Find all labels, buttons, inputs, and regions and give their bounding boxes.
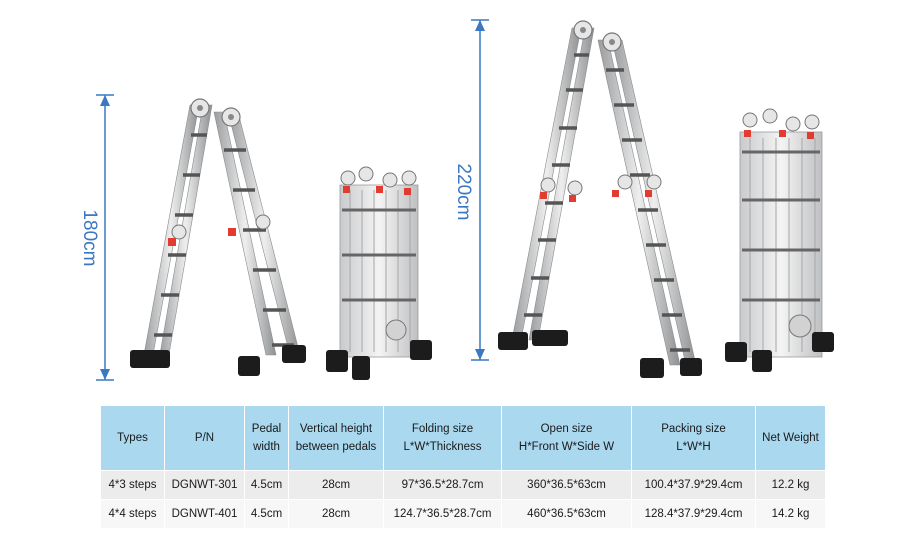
cell-vertical-height: 28cm [288, 499, 384, 528]
height-dimension-180: 180cm [79, 94, 114, 381]
cell-pedal-width: 4.5cm [244, 499, 289, 528]
ladder-small-folded [326, 166, 432, 380]
height-label-220: 220cm [453, 163, 474, 220]
cell-pedal-width: 4.5cm [244, 470, 289, 500]
table-row: 4*3 steps DGNWT-301 4.5cm 28cm 97*36.5*2… [100, 470, 826, 500]
cell-folding-size: 124.7*36.5*28.7cm [383, 499, 502, 528]
header-open-size: Open size H*Front W*Side W [501, 405, 632, 471]
cell-net-weight: 14.2 kg [755, 499, 826, 528]
header-types: Types [100, 405, 165, 471]
cell-folding-size: 97*36.5*28.7cm [383, 470, 502, 500]
header-net-weight: Net Weight [755, 405, 826, 471]
ladder-small-open [130, 98, 306, 376]
height-label-180: 180cm [79, 209, 100, 266]
cell-open-size: 360*36.5*63cm [501, 470, 632, 500]
header-pedal-width: Pedal width [244, 405, 289, 471]
header-packing-size: Packing size L*W*H [631, 405, 756, 471]
ladder-tall-open [498, 20, 702, 378]
spec-table: Types P/N Pedal width Vertical height be… [100, 405, 826, 528]
height-dimension-220: 220cm [453, 19, 489, 361]
ladder-tall-folded [725, 108, 834, 372]
cell-pn: DGNWT-401 [164, 499, 245, 528]
cell-type: 4*4 steps [100, 499, 165, 528]
table-header-row: Types P/N Pedal width Vertical height be… [100, 405, 826, 471]
product-illustration: 180cm [79, 19, 834, 381]
cell-net-weight: 12.2 kg [755, 470, 826, 500]
header-pn: P/N [164, 405, 245, 471]
table-row: 4*4 steps DGNWT-401 4.5cm 28cm 124.7*36.… [100, 499, 826, 528]
cell-type: 4*3 steps [100, 470, 165, 500]
cell-pn: DGNWT-301 [164, 470, 245, 500]
cell-open-size: 460*36.5*63cm [501, 499, 632, 528]
header-vertical-height: Vertical height between pedals [288, 405, 384, 471]
cell-packing-size: 128.4*37.9*29.4cm [631, 499, 756, 528]
cell-vertical-height: 28cm [288, 470, 384, 500]
cell-packing-size: 100.4*37.9*29.4cm [631, 470, 756, 500]
header-folding-size: Folding size L*W*Thickness [383, 405, 502, 471]
